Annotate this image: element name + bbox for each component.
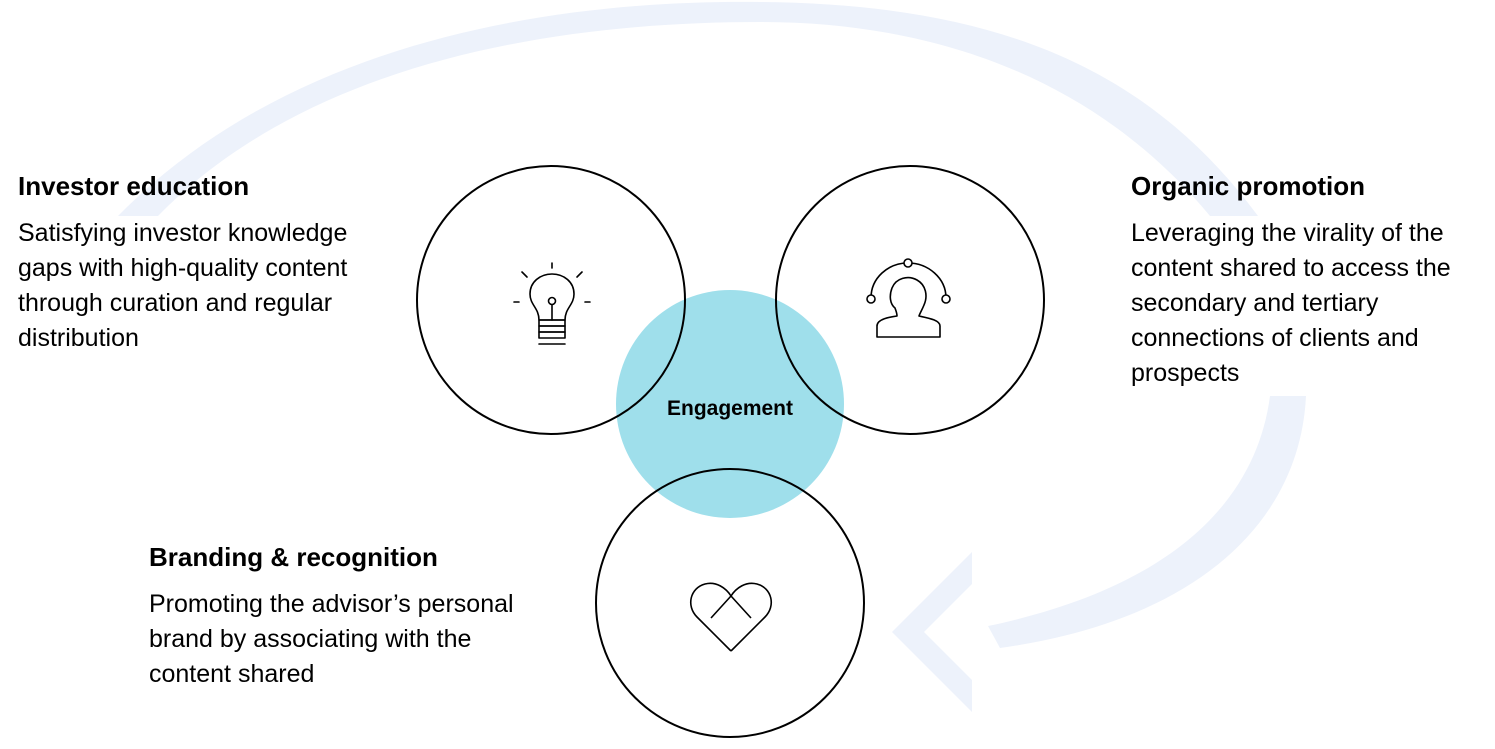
branding-recognition-title: Branding & recognition	[149, 542, 438, 572]
organic-promotion-block: Organic promotion Leveraging the viralit…	[1131, 170, 1491, 391]
heart-icon	[689, 582, 773, 652]
investor-education-circle	[416, 165, 686, 435]
branding-recognition-circle	[595, 468, 865, 738]
branding-recognition-block: Branding & recognition Promoting the adv…	[149, 541, 529, 692]
engagement-circle	[616, 290, 844, 518]
cycle-arrow-band	[118, 1, 1258, 216]
investor-education-description: Satisfying investor knowledge gaps with …	[18, 219, 348, 352]
branding-recognition-description: Promoting the advisor’s personal brand b…	[149, 590, 514, 688]
cycle-arrow	[118, 1, 1306, 712]
lightbulb-icon	[513, 262, 591, 345]
cycle-arrow-band-lower	[988, 396, 1306, 648]
investor-education-block: Investor education Satisfying investor k…	[18, 170, 378, 356]
organic-promotion-circle	[775, 165, 1045, 435]
organic-promotion-title: Organic promotion	[1131, 171, 1365, 201]
engagement-label: Engagement	[666, 397, 794, 420]
investor-education-title: Investor education	[18, 171, 250, 201]
person-network-icon	[866, 258, 951, 338]
organic-promotion-description: Leveraging the virality of the content s…	[1131, 219, 1451, 387]
cycle-arrowhead-notch	[924, 584, 972, 680]
